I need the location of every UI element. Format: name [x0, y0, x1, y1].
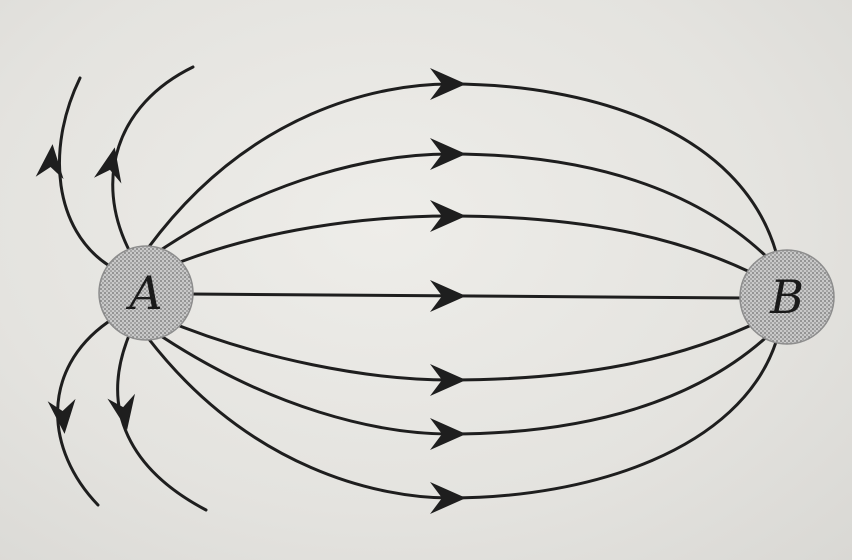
- field-line-bottom-3: [158, 316, 764, 382]
- arrow-up-left: [35, 144, 64, 180]
- outward-line-upper-left: [57, 76, 110, 267]
- arrow-right-1: [430, 68, 466, 100]
- arrow-right-5: [430, 364, 466, 396]
- field-line-top-1: [146, 82, 778, 254]
- field-line-middle: [188, 292, 747, 300]
- charge-a-label: A: [125, 266, 162, 320]
- arrow-down-right: [107, 393, 136, 430]
- arrow-right-7: [430, 482, 466, 514]
- field-lines-a-to-b: [146, 82, 778, 500]
- outward-line-lower-right: [116, 336, 208, 512]
- arrowheads-outward: [35, 144, 136, 434]
- arrow-right-2: [430, 138, 466, 170]
- arrow-right-3: [430, 200, 466, 232]
- arrow-right-6: [430, 418, 466, 450]
- charge-b: B: [739, 249, 835, 345]
- charge-a: A: [98, 245, 194, 341]
- outward-line-upper-right: [111, 65, 195, 250]
- field-line-bottom-1: [146, 336, 778, 500]
- field-line-bottom-2: [150, 328, 774, 436]
- charge-a-circle: [98, 245, 194, 341]
- arrow-up-right: [93, 147, 122, 184]
- arrowheads-a-to-b: [430, 68, 466, 514]
- charge-b-circle: [739, 249, 835, 345]
- field-lines-outward-a: [56, 65, 208, 512]
- arrow-down-left: [47, 398, 76, 434]
- charge-b-label: B: [769, 270, 804, 324]
- arrow-right-4: [430, 280, 466, 312]
- field-line-top-3: [158, 214, 764, 280]
